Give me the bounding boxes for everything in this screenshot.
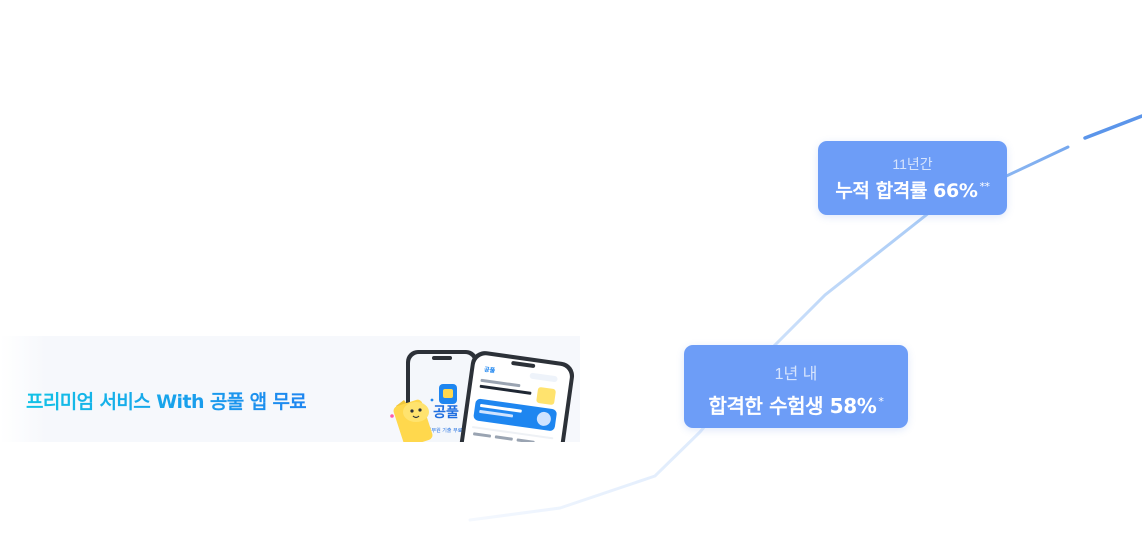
cumulative-pass-rate-label: 누적 합격률 66%	[835, 180, 978, 202]
first-year-pass-rate: 합격한 수험생 58%*	[684, 390, 908, 419]
app-phones-illustration: 공풀 공무원 기출 무료 풀이 공풀	[390, 350, 575, 442]
phone-logo-text: 공풀	[484, 365, 497, 375]
cumulative-period: 11년간	[892, 156, 933, 172]
cumulative-pass-rate-badge: 11년간 누적 합격률 66%**	[818, 141, 1007, 215]
cumulative-footnote-mark: **	[979, 179, 990, 193]
cumulative-pass-rate: 누적 합격률 66%**	[818, 176, 1007, 203]
phone-front: 공풀	[457, 351, 575, 442]
promo-headline: 프리미엄 서비스 With 공풀 앱 무료	[26, 387, 307, 414]
app-logo-text: 공풀	[433, 405, 459, 421]
first-year-period: 1년 내	[774, 366, 818, 383]
trend-line-tail	[1083, 114, 1142, 140]
app-tagline: 공무원 기출 무료 풀이	[427, 427, 473, 434]
pencil-mascot-icon	[390, 398, 434, 442]
first-year-pass-rate-badge: 1년 내 합격한 수험생 58%*	[684, 345, 908, 428]
first-year-footnote-mark: *	[878, 395, 884, 409]
first-year-pass-rate-label: 합격한 수험생 58%	[708, 394, 877, 418]
